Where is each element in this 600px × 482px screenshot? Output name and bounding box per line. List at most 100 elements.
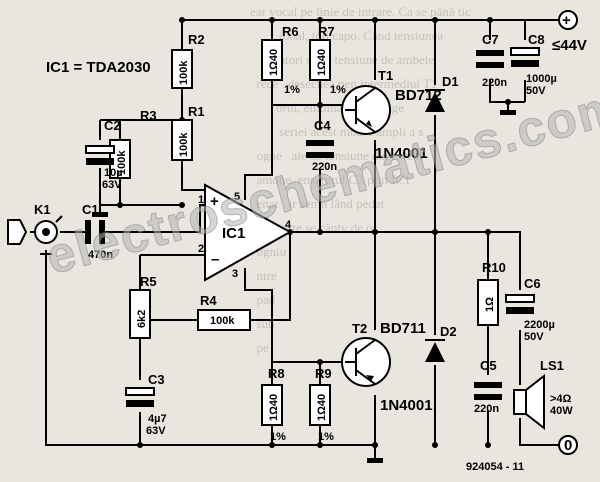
diode-d1: D1 (425, 74, 459, 112)
capacitor-c3: C3 4µ7 63V (125, 372, 167, 437)
resistor-r10: 1Ω R10 (477, 260, 506, 326)
capacitor-c4: C4 220n (306, 118, 337, 173)
speaker-ls1: LS1 >4Ω 40W (513, 358, 573, 431)
resistor-r6: 1Ω40 R6 1% (261, 24, 300, 96)
svg-text:R2: R2 (188, 32, 205, 47)
svg-text:C5: C5 (480, 358, 497, 373)
svg-text:K1: K1 (34, 202, 51, 217)
supply-plus-terminal: + ≤44V (552, 10, 587, 54)
svg-text:C6: C6 (524, 276, 541, 291)
svg-text:BD711: BD711 (380, 320, 426, 337)
svg-text:5: 5 (234, 191, 240, 203)
svg-text:220n: 220n (312, 161, 337, 173)
svg-text:IC1: IC1 (222, 225, 245, 242)
capacitor-c7: C7 220n (476, 32, 507, 89)
svg-text:R7: R7 (318, 24, 335, 39)
svg-text:1Ω: 1Ω (484, 297, 496, 312)
opamp-ic1: IC1 + – 1 2 3 4 5 (198, 183, 293, 282)
capacitor-c2: C2 10µ 63V (85, 118, 123, 191)
svg-text:1N4001: 1N4001 (380, 397, 433, 414)
svg-text:LS1: LS1 (540, 358, 564, 373)
svg-text:–: – (211, 251, 219, 268)
svg-text:BD712: BD712 (395, 87, 442, 104)
svg-text:2200µ: 2200µ (524, 319, 555, 331)
transistor-t1: T1 BD712 1N4001 (341, 68, 442, 162)
svg-text:R6: R6 (282, 24, 299, 39)
svg-text:D1: D1 (442, 74, 459, 89)
reference-code: 924054 - 11 (466, 461, 524, 473)
svg-text:220n: 220n (474, 403, 499, 415)
background-text-line: pe (250, 340, 269, 355)
svg-text:4µ7: 4µ7 (148, 413, 167, 425)
svg-text:0: 0 (564, 437, 572, 454)
svg-text:T1: T1 (378, 68, 393, 83)
svg-text:100k: 100k (210, 315, 235, 327)
svg-text:C3: C3 (148, 372, 165, 387)
svg-text:+: + (210, 193, 219, 210)
svg-text:63V: 63V (146, 425, 166, 437)
svg-text:R4: R4 (200, 293, 217, 308)
svg-text:3: 3 (232, 268, 238, 280)
svg-text:C4: C4 (314, 118, 331, 133)
background-text-line: ear vocal pe linie de intrare. Ca se pân… (250, 4, 471, 19)
svg-text:40W: 40W (550, 405, 573, 417)
svg-text:50V: 50V (526, 85, 546, 97)
resistor-r9: 1Ω40 R9 1% (309, 366, 334, 443)
svg-text:100k: 100k (178, 60, 190, 85)
svg-text:D2: D2 (440, 324, 457, 339)
svg-text:1000µ: 1000µ (526, 73, 557, 85)
svg-text:C2: C2 (104, 118, 121, 133)
svg-text:1%: 1% (270, 431, 286, 443)
diode-d2: D2 (425, 324, 457, 362)
resistor-r4: 100k R4 (197, 293, 251, 331)
ground-symbols (92, 110, 516, 463)
svg-text:220n: 220n (482, 77, 507, 89)
svg-text:R5: R5 (140, 274, 157, 289)
svg-text:6k2: 6k2 (136, 310, 148, 328)
svg-text:1%: 1% (284, 84, 300, 96)
svg-text:100k: 100k (116, 150, 128, 175)
svg-text:1Ω40: 1Ω40 (316, 394, 328, 421)
background-text-line: pad (250, 292, 276, 307)
svg-text:1N4001: 1N4001 (375, 145, 428, 162)
input-connector-k1: K1 (7, 202, 63, 255)
svg-text:≤44V: ≤44V (552, 37, 587, 54)
svg-text:50V: 50V (524, 331, 544, 343)
background-text-line: ntre (250, 268, 277, 283)
svg-text:R8: R8 (268, 366, 285, 381)
svg-text:R9: R9 (315, 366, 332, 381)
junction-dots (117, 17, 511, 448)
capacitor-c8: C8 1000µ 50V (510, 32, 557, 97)
resistor-r1: 100k R1 (171, 104, 205, 161)
background-text-line: enar ir semn lând pedat (250, 196, 385, 211)
svg-text:1%: 1% (330, 84, 346, 96)
svg-text:R10: R10 (482, 260, 506, 275)
capacitor-c5: C5 220n (474, 358, 502, 415)
svg-text:1Ω40: 1Ω40 (268, 49, 280, 76)
svg-text:+: + (562, 12, 571, 29)
svg-text:C8: C8 (528, 32, 545, 47)
transistor-t2: T2 BD711 1N4001 (341, 320, 433, 414)
svg-text:C7: C7 (482, 32, 499, 47)
svg-text:R3: R3 (140, 108, 157, 123)
resistor-r7: 1Ω40 R7 1% (309, 24, 346, 96)
ic-type-note: IC1 = TDA2030 (46, 59, 151, 76)
svg-text:4: 4 (285, 219, 292, 231)
wiring (45, 19, 560, 460)
capacitor-c6: C6 2200µ 50V (505, 276, 555, 343)
svg-text:1%: 1% (318, 431, 334, 443)
svg-text:63V: 63V (102, 179, 122, 191)
svg-text:1: 1 (198, 194, 204, 206)
resistor-r5: 6k2 R5 (129, 274, 157, 339)
background-text-line: ogne ale de tensiune din sarcin (250, 148, 423, 163)
svg-text:2: 2 (198, 243, 204, 255)
svg-text:10µ: 10µ (104, 167, 123, 179)
svg-text:1Ω40: 1Ω40 (316, 49, 328, 76)
resistor-r8: 1Ω40 R8 1% (261, 366, 286, 443)
svg-text:>4Ω: >4Ω (550, 393, 572, 405)
resistor-r2: 100k R2 (171, 32, 205, 89)
supply-zero-terminal: 0 (558, 435, 578, 455)
svg-text:470n: 470n (88, 249, 113, 261)
